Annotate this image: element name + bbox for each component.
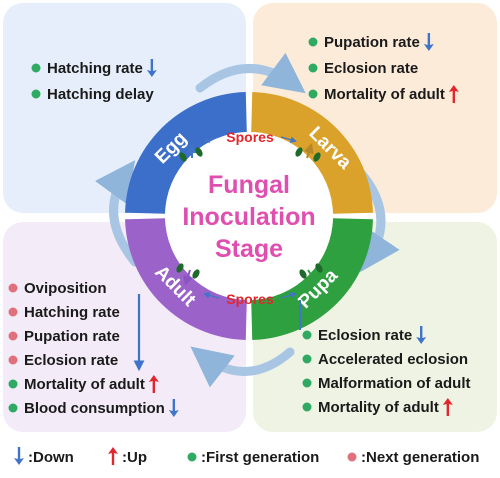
list-item-label: Pupation rate (24, 328, 120, 345)
spores-label-bottom: Spores (226, 291, 274, 307)
spore-icon (315, 263, 323, 273)
first-generation-dot-icon (302, 354, 312, 364)
list-item: Mortality of adult (8, 375, 159, 393)
spore-arrow-bottom-left (203, 292, 220, 299)
legend: :Down :Up :First generation :Next genera… (14, 447, 479, 466)
legend-next-label: :Next generation (361, 449, 479, 466)
first-generation-dot-icon (31, 89, 41, 99)
list-item-label: Eclosion rate (324, 60, 418, 77)
center-line-2: Inoculation (182, 203, 315, 231)
list-item-label: Mortality of adult (24, 376, 145, 393)
center-title: Fungal Inoculation Stage (182, 171, 315, 263)
legend-first-label: :First generation (201, 449, 319, 466)
list-item-label: Pupation rate (324, 34, 420, 51)
up-arrow-icon (448, 85, 459, 103)
list-item: Blood consumption (8, 399, 179, 417)
list-item-label: Malformation of adult (318, 375, 471, 392)
spores-label-top: Spores (226, 129, 274, 145)
first-generation-dot-icon (31, 63, 41, 73)
down-arrow-icon (416, 326, 427, 344)
next-generation-dot-icon (8, 355, 18, 365)
list-item-label: Eclosion rate (24, 352, 118, 369)
list-item-label: Hatching rate (47, 60, 143, 77)
list-item-label: Hatching delay (47, 86, 154, 103)
list-item-label: Oviposition (24, 280, 107, 297)
list-item: Hatching rate (8, 304, 120, 321)
list-item: Mortality of adult (308, 85, 459, 103)
next-generation-dot-icon (347, 452, 357, 462)
list-item: Hatching delay (31, 86, 154, 103)
down-arrow-icon (146, 59, 157, 77)
list-item: Eclosion rate (8, 352, 118, 369)
first-generation-dot-icon (8, 403, 18, 413)
list-item: Mortality of adult (302, 398, 453, 416)
spore-arrow-top-right (280, 136, 297, 143)
list-item: Malformation of adult (302, 375, 471, 392)
list-item: Hatching rate (31, 59, 157, 77)
spore-arrow-into-adult (183, 269, 193, 286)
center-line-3: Stage (215, 235, 283, 263)
down-arrow-icon (423, 33, 434, 51)
list-item: Eclosion rate (302, 326, 427, 344)
spore-icon (192, 269, 200, 279)
up-arrow-icon (108, 447, 118, 465)
spore-icon (313, 152, 321, 162)
list-item: Eclosion rate (308, 60, 418, 77)
spore-icons (176, 147, 323, 279)
first-generation-dot-icon (302, 402, 312, 412)
list-item: Pupation rate (8, 328, 120, 345)
spore-icon (295, 147, 303, 157)
spore-arrow-into-pupa (307, 269, 318, 285)
egg-ring-segment (125, 92, 247, 214)
first-generation-dot-icon (308, 37, 318, 47)
list-item: Oviposition (8, 280, 107, 297)
cycle-arrow-adult-to-egg (94, 160, 140, 267)
first-generation-dot-icon (8, 379, 18, 389)
down-arrow-icon (14, 447, 24, 465)
legend-up-label: :Up (122, 449, 147, 466)
down-arrow-icon (168, 399, 179, 417)
list-item-label: Mortality of adult (318, 399, 439, 416)
first-generation-dot-icon (187, 452, 197, 462)
first-generation-dot-icon (308, 89, 318, 99)
list-item-label: Accelerated eclosion (318, 351, 468, 368)
list-item-label: Eclosion rate (318, 327, 412, 344)
list-item: Accelerated eclosion (302, 351, 468, 368)
list-item-label: Mortality of adult (324, 86, 445, 103)
spore-icon (176, 263, 184, 273)
first-generation-dot-icon (302, 378, 312, 388)
spore-arrow-into-larva (304, 143, 314, 159)
cycle-arrow-egg-to-larva (195, 52, 306, 94)
list-item: Pupation rate (308, 33, 434, 51)
center-line-1: Fungal (208, 171, 290, 199)
spore-icon (299, 269, 307, 279)
legend-down-label: :Down (28, 449, 74, 466)
cycle-arrow-pupa-to-adult (190, 346, 295, 388)
list-item-label: Hatching rate (24, 304, 120, 321)
up-arrow-icon (148, 375, 159, 393)
next-generation-dot-icon (8, 283, 18, 293)
spore-icon (179, 152, 187, 162)
up-arrow-icon (442, 398, 453, 416)
spore-arrow-bottom-right (280, 292, 297, 299)
next-generation-dot-icon (8, 331, 18, 341)
up-arrow-icon (108, 447, 118, 465)
first-generation-dot-icon (308, 63, 318, 73)
next-generation-dot-icon (8, 307, 18, 317)
first-generation-dot-icon (302, 330, 312, 340)
list-item-label: Blood consumption (24, 400, 165, 417)
spore-arrow-top-left (203, 136, 220, 143)
spore-icon (195, 147, 203, 157)
down-arrow-icon (14, 447, 24, 465)
ring-inner-circle (165, 132, 333, 300)
